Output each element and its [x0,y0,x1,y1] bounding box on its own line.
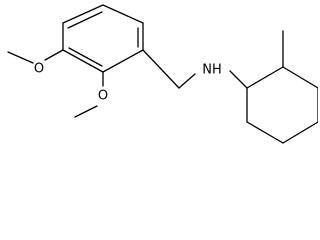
aromatic-bond-3 [102,4,144,24]
cyclohexane-bond-2 [282,66,318,89]
bond-ring-to-benzyl-carbon [142,49,180,89]
oxygen-label-bottom: O [98,89,108,104]
bond-benzyl-carbon-to-amine [178,73,196,89]
bond-ring-to-o1 [44,49,64,61]
bond-o1-to-methyl [7,51,34,64]
aromatic-double-bond-inner-1 [67,11,103,29]
cyclohexane-bond-1 [246,66,284,89]
cyclohexane-bond-4 [282,121,318,144]
cyclohexane-bond-5 [246,121,284,144]
aromatic-bond-6 [62,49,104,73]
bond-amine-to-cyclohexane [229,70,248,89]
molecule-structure-canvas: O O NH [7,4,318,144]
amine-label: NH [202,63,222,78]
molecule-diagram: O O NH [7,4,318,144]
aromatic-bond-2 [62,4,104,24]
aromatic-bond-5 [102,49,144,73]
oxygen-label-left: O [34,62,44,77]
bond-o2-to-methyl [74,105,98,118]
aromatic-double-bond-inner-3 [68,47,103,67]
